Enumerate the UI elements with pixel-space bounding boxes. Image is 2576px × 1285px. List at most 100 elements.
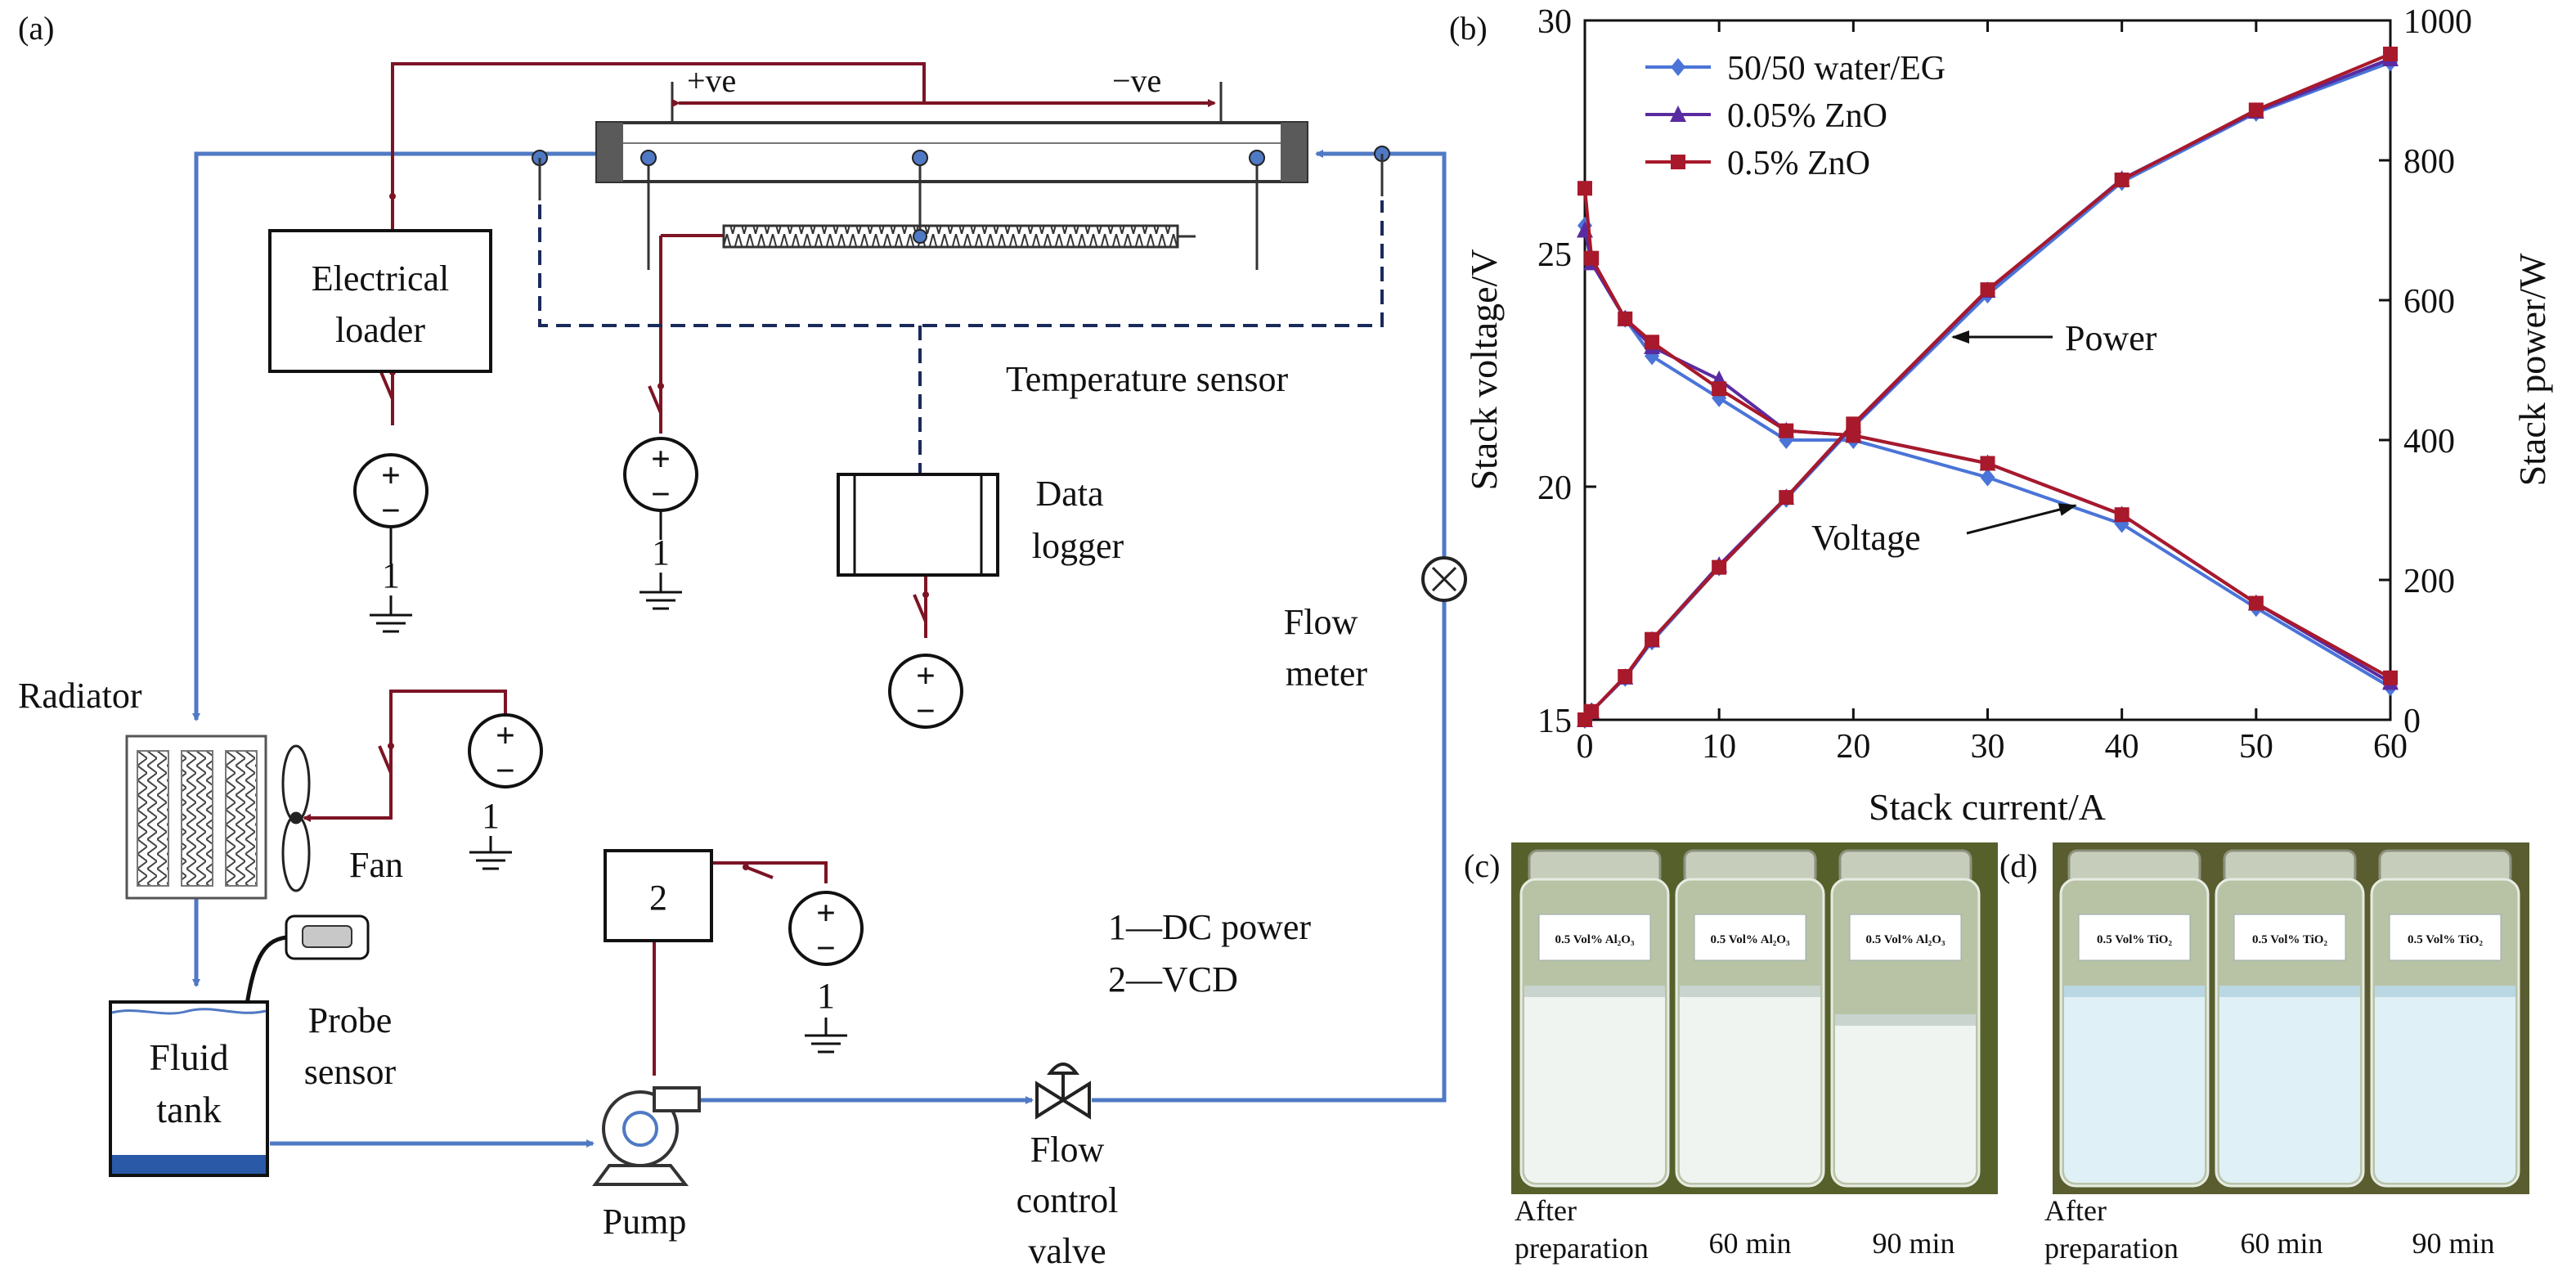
data-point-voltage-2 (1779, 423, 1794, 438)
data-point-power-2 (2248, 102, 2264, 118)
liquid-surface (2375, 986, 2515, 997)
dc-minus-sign: − (496, 753, 515, 790)
coolant-loop (192, 150, 1447, 1148)
dc-supply-number: 1 (652, 532, 670, 573)
electrical-loader-label-1: Electrical (312, 258, 450, 299)
bottle-label-tag (1538, 914, 1651, 961)
x-tick-label: 40 (2105, 728, 2139, 766)
fuel-cell-stack (595, 82, 1308, 183)
negative-terminal-label: −ve (1112, 62, 1161, 99)
bottle-label-text: 0.5 Vol% TiO₂ (2097, 933, 2172, 946)
dc-plus-sign: + (381, 457, 401, 495)
caption-c-after-2: preparation (1515, 1232, 1649, 1265)
flow-control-valve-icon (1035, 1063, 1091, 1120)
pump-label: Pump (603, 1202, 687, 1242)
data-point-voltage-2 (1618, 311, 1633, 326)
caption-d-60min: 60 min (2240, 1227, 2322, 1260)
electrical-loader-label-2: loader (335, 310, 425, 350)
bottle-liquid (2064, 986, 2205, 1183)
probe-sensor (243, 914, 370, 1015)
bottle-label-text: 0.5 Vol% Al₂O₃ (1866, 933, 1945, 946)
data-point-voltage-2 (2383, 670, 2398, 685)
dc-supply-loader: + − 1 (353, 453, 429, 633)
dc-plus-sign: + (496, 717, 515, 755)
bottle-label-text: 0.5 Vol% Al₂O₃ (1711, 933, 1790, 946)
photo-tio2: 0.5 Vol% TiO₂ 0.5 Vol% TiO₂ 0.5 Vol% TiO₂ (2053, 842, 2529, 1194)
x-axis-label: Stack current/A (1869, 786, 2106, 828)
voltage-annotation: Voltage (1811, 518, 1921, 558)
liquid-surface (2219, 986, 2360, 997)
bottle-label-text: 0.5 Vol% TiO₂ (2252, 933, 2327, 946)
data-point-voltage-2 (1980, 456, 1995, 471)
dc-minus-sign: − (816, 930, 836, 968)
dc-minus-sign: − (916, 693, 936, 730)
legend-label: 50/50 water/EG (1727, 50, 1945, 88)
y-right-tick-label: 800 (2403, 143, 2455, 181)
bottle-liquid (1524, 986, 1665, 1183)
voltage-annotation-arrow (1966, 503, 2077, 535)
liquid-surface (1835, 1014, 1976, 1026)
data-point-voltage-2 (1846, 428, 1861, 443)
electrical-loader-box (268, 229, 492, 373)
temperature-sensor-label: Temperature sensor (1006, 359, 1288, 399)
caption-c-after-1: After (1515, 1194, 1577, 1227)
fan-label: Fan (349, 845, 403, 885)
sensor-cable (538, 200, 1384, 479)
legend-marker (1671, 58, 1685, 76)
y-left-tick-label: 20 (1537, 470, 1572, 507)
bottle-label-text: 0.5 Vol% TiO₂ (2408, 933, 2483, 946)
caption-d-after-2: preparation (2044, 1232, 2179, 1265)
heater-element (722, 224, 1196, 249)
legend-label: 0.05% ZnO (1727, 97, 1887, 135)
caption-d-after-1: After (2044, 1194, 2107, 1227)
y-right-tick-label: 1000 (2403, 3, 2472, 41)
flow-control-valve-label-3: valve (1028, 1231, 1106, 1271)
dc-minus-sign: − (651, 476, 671, 514)
dc-plus-sign: + (916, 658, 936, 695)
pump-icon (592, 1086, 701, 1186)
data-point-power-2 (1980, 282, 1995, 298)
bottle-label-tag (2389, 914, 2502, 961)
y-axis-label-left: Stack voltage/V (1463, 249, 1505, 490)
x-tick-label: 50 (2239, 728, 2273, 766)
liquid-surface (1680, 986, 1820, 997)
bottle-liquid (2219, 986, 2360, 1183)
caption-d-90min: 90 min (2412, 1227, 2494, 1260)
data-logger-label-1: Data (1035, 474, 1103, 514)
flow-meter-label-2: meter (1286, 654, 1368, 694)
bottle-label-tag (2233, 914, 2346, 961)
y-left-tick-label: 25 (1537, 236, 1572, 274)
fluid-tank-label-2: tank (156, 1089, 221, 1130)
dc-minus-sign: − (381, 492, 401, 530)
bottle-liquid (1835, 1014, 1976, 1183)
vcd-box (604, 849, 713, 942)
y-axis-label-right: Stack power/W (2511, 253, 2553, 486)
panel-label-a: (a) (18, 10, 54, 47)
power-annotation: Power (2065, 318, 2157, 358)
bottle-label-tag (2078, 914, 2191, 961)
data-point-power-2 (1846, 416, 1861, 432)
radiator (125, 735, 267, 900)
x-tick-label: 10 (1702, 728, 1736, 766)
data-point-power-2 (1712, 559, 1727, 575)
data-point-power-2 (1584, 703, 1600, 719)
flow-control-valve-label-2: control (1016, 1180, 1119, 1220)
dc-supply-number: 1 (817, 976, 835, 1016)
data-point-power-2 (2114, 172, 2129, 187)
probe-sensor-label-2: sensor (304, 1052, 397, 1092)
data-point-voltage-2 (2114, 507, 2129, 523)
dc-supply-pump: + − 1 (788, 891, 864, 1054)
data-point-voltage-2 (1712, 381, 1727, 397)
y-left-tick-label: 15 (1537, 703, 1572, 740)
radiator-label: Radiator (18, 676, 142, 716)
data-point-voltage-2 (2248, 595, 2264, 611)
fluid-tank (109, 1000, 269, 1177)
y-right-tick-label: 400 (2403, 423, 2455, 461)
data-point-power-2 (1645, 631, 1660, 647)
y-left-tick-label: 30 (1537, 3, 1572, 41)
schematic-panel: (a) +ve −ve (18, 10, 1467, 1271)
x-tick-label: 60 (2373, 728, 2408, 766)
